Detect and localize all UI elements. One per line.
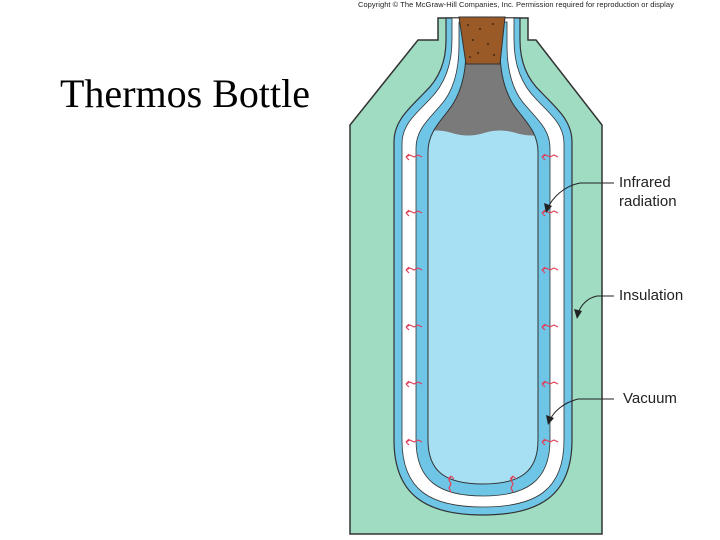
infrared-label-line2: radiation — [619, 193, 677, 210]
slide-title: Thermos Bottle — [60, 71, 310, 116]
radiation-arrows-bottom — [447, 475, 517, 493]
radiation-arrows-right — [541, 153, 559, 446]
copyright-notice: Copyright © The McGraw-Hill Companies, I… — [358, 0, 674, 9]
infrared-label-line1: Infrared — [619, 174, 671, 191]
vacuum-label: Vacuum — [623, 390, 677, 407]
radiation-arrows-left — [405, 153, 423, 446]
insulation-label: Insulation — [619, 287, 684, 304]
callout-arrowheads — [544, 203, 582, 425]
cork-stopper — [458, 16, 506, 65]
infrared-callout-line — [547, 182, 614, 209]
liquid — [428, 130, 538, 484]
cork-texture — [467, 23, 495, 58]
inner-flask-outline — [427, 29, 539, 485]
